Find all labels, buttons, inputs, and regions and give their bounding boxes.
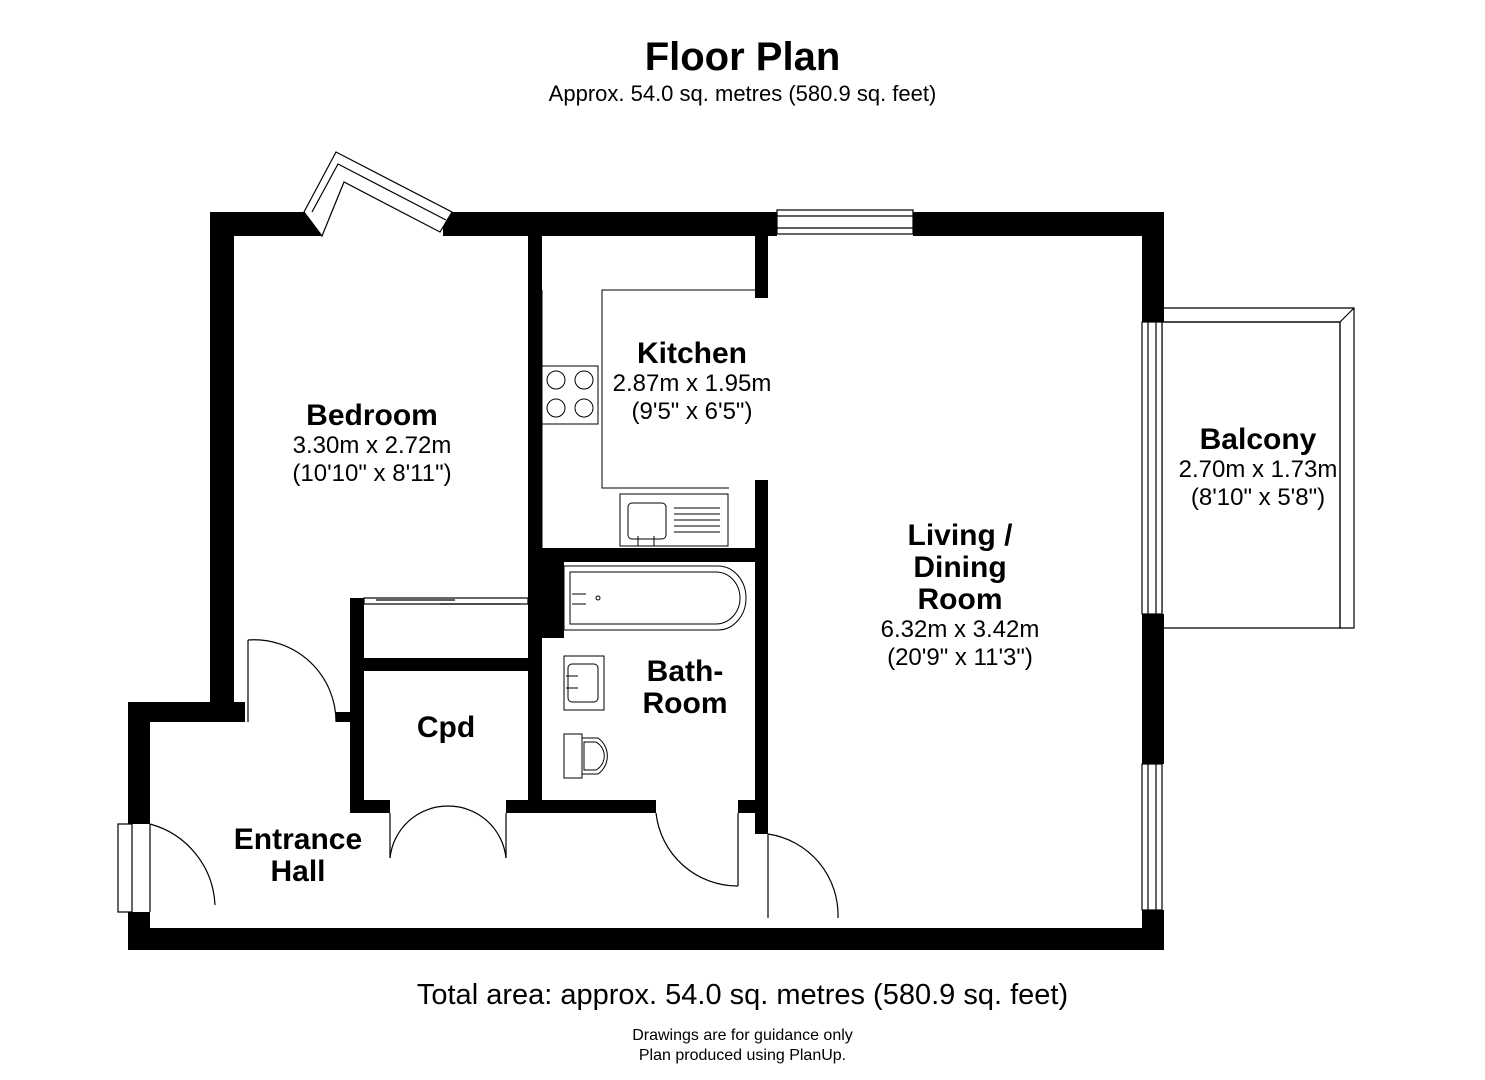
entrance-name-line1: Entrance <box>233 823 363 856</box>
living-name-line2: Dining <box>913 551 1007 584</box>
kitchen-metric: 2.87m x 1.95m <box>612 370 772 397</box>
balcony-metric: 2.70m x 1.73m <box>1178 456 1338 483</box>
interior-walls <box>336 236 768 834</box>
bedroom-imperial: (10'10" x 8'11") <box>292 460 452 487</box>
room-label-balcony: Balcony 2.70m x 1.73m (8'10" x 5'8") <box>1160 424 1356 512</box>
room-label-cupboard: Cpd <box>364 712 528 744</box>
page-subtitle: Approx. 54.0 sq. metres (580.9 sq. feet) <box>548 81 937 106</box>
bathroom-name-line2: Room <box>642 687 728 720</box>
cupboard-name: Cpd <box>416 711 476 744</box>
page-title: Floor Plan <box>644 35 841 79</box>
kitchen-imperial: (9'5" x 6'5") <box>631 398 753 425</box>
hob-ring <box>574 398 594 418</box>
footer-note-line2: Plan produced using PlanUp. <box>638 1047 847 1064</box>
balcony-imperial: (8'10" x 5'8") <box>1190 484 1326 511</box>
wardrobe-sliding-doors <box>363 597 529 605</box>
living-imperial: (20'9" x 11'3") <box>887 644 1033 671</box>
kitchen-name: Kitchen <box>636 337 747 370</box>
hob-ring <box>546 370 566 390</box>
hob-ring <box>574 370 594 390</box>
kitchen-fixtures <box>541 289 755 548</box>
living-name-line3: Room <box>917 583 1003 616</box>
windows <box>117 151 1163 913</box>
footer-note-line1: Drawings are for guidance only <box>632 1027 853 1044</box>
room-label-bedroom: Bedroom 3.30m x 2.72m (10'10" x 8'11") <box>232 400 512 488</box>
room-label-bathroom: Bath- Room <box>610 656 760 720</box>
room-label-entrance-hall: Entrance Hall <box>200 824 396 888</box>
bedroom-name: Bedroom <box>306 399 438 432</box>
bedroom-metric: 3.30m x 2.72m <box>292 432 452 459</box>
hob-ring <box>546 398 566 418</box>
bathroom-fixtures <box>563 565 747 779</box>
door-swings <box>149 639 839 919</box>
entrance-name-line2: Hall <box>270 855 326 888</box>
exterior-walls <box>128 212 1164 950</box>
bathroom-name-line1: Bath- <box>646 655 724 688</box>
living-metric: 6.32m x 3.42m <box>880 616 1040 643</box>
room-label-kitchen: Kitchen 2.87m x 1.95m (9'5" x 6'5") <box>582 338 802 426</box>
total-area: Total area: approx. 54.0 sq. metres (580… <box>416 979 1069 1011</box>
room-label-living-dining: Living / Dining Room 6.32m x 3.42m (20'9… <box>840 520 1080 672</box>
balcony-name: Balcony <box>1199 423 1317 456</box>
living-name-line1: Living / <box>907 519 1013 552</box>
